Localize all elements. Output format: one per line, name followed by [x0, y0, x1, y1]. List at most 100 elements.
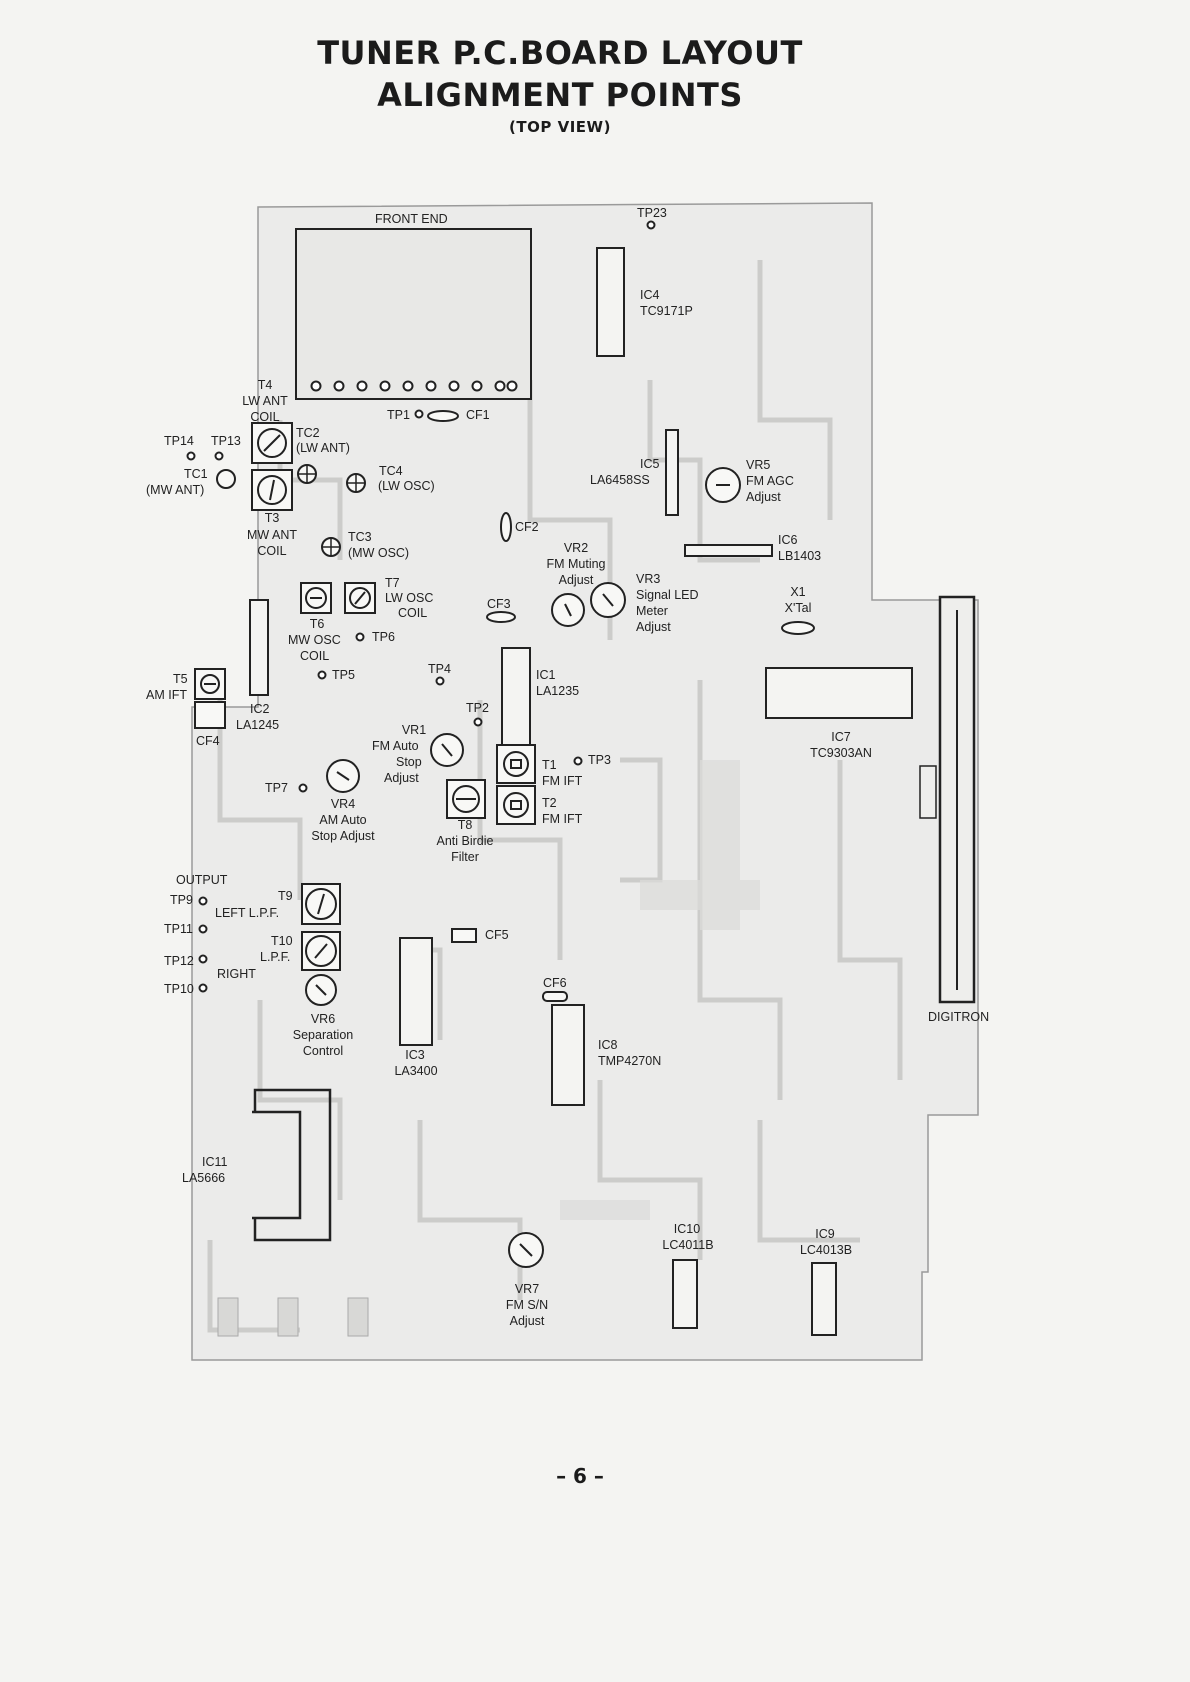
label-vr4: VR4	[330, 797, 356, 811]
label-vr6-desc2: Control	[302, 1044, 344, 1058]
t9-coil	[301, 883, 341, 925]
label-tc2: TC2	[296, 426, 320, 440]
label-tp9: TP9	[170, 893, 193, 907]
label-vr6-desc1: Separation	[292, 1028, 354, 1042]
x1-crystal	[781, 621, 815, 635]
edge-pads	[217, 1297, 369, 1337]
label-tp23: TP23	[637, 206, 667, 220]
label-t3: T3	[264, 511, 280, 525]
cf4-block	[194, 701, 226, 729]
label-tc3: TC3	[348, 530, 372, 544]
label-ic8-part: TMP4270N	[598, 1054, 662, 1068]
ic11-regulator	[252, 1088, 332, 1242]
label-tp2: TP2	[466, 701, 489, 715]
ic6-chip	[684, 544, 773, 557]
label-t3-desc2: COIL	[257, 544, 287, 558]
label-ic10: IC10	[673, 1222, 701, 1236]
label-tc1: TC1	[184, 467, 208, 481]
label-vr7: VR7	[514, 1282, 540, 1296]
cf1-filter	[427, 410, 459, 422]
page-subtitle: ALIGNMENT POINTS	[377, 76, 743, 114]
label-tp5: TP5	[332, 668, 355, 682]
label-vr3-desc3: Adjust	[636, 620, 671, 634]
cf3-filter	[486, 611, 516, 623]
label-tp13: TP13	[211, 434, 241, 448]
ic8-chip	[551, 1004, 585, 1106]
view-note: (TOP VIEW)	[509, 118, 611, 136]
label-tc3-desc: (MW OSC)	[348, 546, 410, 560]
ic9-chip	[811, 1262, 837, 1336]
label-vr1-desc1: FM Auto	[372, 739, 419, 753]
ic2-chip	[249, 599, 269, 696]
label-tp1: TP1	[387, 408, 410, 422]
label-t10: T10	[271, 934, 293, 948]
cf2-filter	[500, 512, 512, 542]
label-output: OUTPUT	[176, 873, 228, 887]
label-t2: T2	[542, 796, 557, 810]
label-ic9: IC9	[815, 1227, 835, 1241]
label-t7: T7	[385, 576, 400, 590]
label-t5-desc: AM IFT	[146, 688, 187, 702]
label-ic6: IC6	[778, 533, 798, 547]
label-ic7: IC7	[831, 730, 851, 744]
label-t8: T8	[457, 818, 473, 832]
label-tp4: TP4	[428, 662, 451, 676]
label-right: RIGHT	[217, 967, 256, 981]
label-vr5-desc1: FM AGC	[746, 474, 794, 488]
label-ic3-part: LA3400	[394, 1064, 438, 1078]
label-ic10-part: LC4011B	[662, 1238, 714, 1252]
label-t3-desc1: MW ANT	[247, 528, 297, 542]
label-left-lpf: LEFT L.P.F.	[215, 906, 280, 920]
label-vr3-desc1: Signal LED	[636, 588, 699, 602]
label-vr2: VR2	[563, 541, 589, 555]
label-x1-desc: X'Tal	[784, 601, 812, 615]
label-vr3-desc2: Meter	[636, 604, 668, 618]
label-cf3: CF3	[487, 597, 511, 611]
tc1-trimmer	[216, 469, 236, 489]
ic7-chip	[765, 667, 913, 719]
label-ic1: IC1	[536, 668, 556, 682]
page-title: TUNER P.C.BOARD LAYOUT	[317, 34, 803, 72]
label-t10-lpf: L.P.F.	[260, 950, 291, 964]
label-ic2-part: LA1245	[236, 718, 280, 732]
label-t9: T9	[278, 889, 293, 903]
label-vr5-desc2: Adjust	[746, 490, 781, 504]
label-tp7: TP7	[265, 781, 288, 795]
label-vr1-desc3: Adjust	[384, 771, 419, 785]
label-ic11-part: LA5666	[182, 1171, 226, 1185]
label-ic9-part: LC4013B	[799, 1243, 853, 1257]
label-ic2: IC2	[250, 702, 270, 716]
label-tc1-desc: (MW ANT)	[146, 483, 205, 497]
label-vr2-desc1: FM Muting	[546, 557, 606, 571]
label-tp10: TP10	[164, 982, 194, 996]
label-cf6: CF6	[543, 976, 567, 990]
label-vr1: VR1	[401, 723, 427, 737]
label-ic3: IC3	[405, 1048, 425, 1062]
label-t8-desc1: Anti Birdie	[436, 834, 494, 848]
label-vr3: VR3	[636, 572, 661, 586]
label-t8-desc2: Filter	[451, 850, 479, 864]
front-end-pins	[310, 380, 518, 392]
label-ic7-part: TC9303AN	[810, 746, 872, 760]
label-tp14: TP14	[164, 434, 194, 448]
label-front-end: FRONT END	[375, 212, 448, 226]
label-tp11: TP11	[164, 922, 193, 936]
label-t2-desc: FM IFT	[542, 812, 583, 826]
label-ic1-part: LA1235	[536, 684, 580, 698]
label-t4-desc2: COIL	[250, 410, 280, 424]
label-t7-desc2: COIL	[398, 606, 428, 620]
label-tp3: TP3	[588, 753, 611, 767]
page-number: – 6 –	[556, 1464, 604, 1488]
label-t6-desc1: MW OSC	[288, 633, 341, 647]
label-vr7-desc2: Adjust	[509, 1314, 545, 1328]
cf6-filter	[542, 991, 568, 1002]
label-vr4-desc2: Stop Adjust	[311, 829, 375, 843]
ic3-chip	[399, 937, 433, 1046]
ic4-chip	[596, 247, 625, 357]
label-cf5: CF5	[485, 928, 509, 942]
label-ic8: IC8	[598, 1038, 618, 1052]
label-digitron: DIGITRON	[928, 1010, 990, 1024]
label-ic4: IC4	[640, 288, 660, 302]
label-ic6-part: LB1403	[778, 549, 822, 563]
